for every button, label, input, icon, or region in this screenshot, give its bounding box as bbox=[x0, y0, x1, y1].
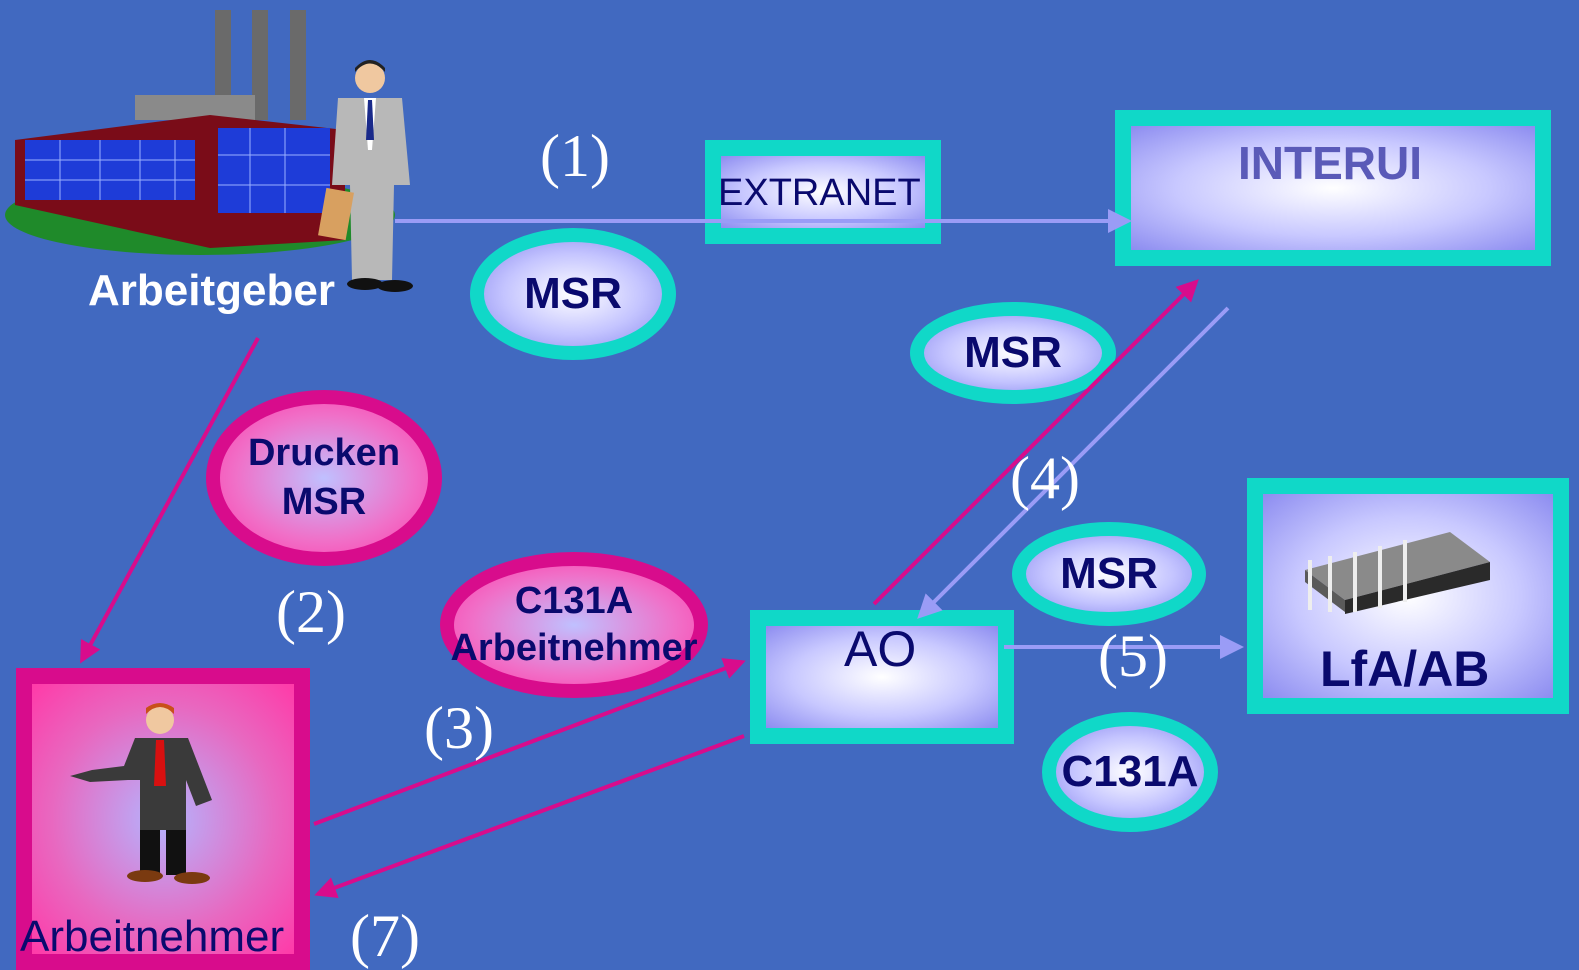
lfa-label: LfA/AB bbox=[1320, 641, 1490, 697]
drucken-msr-label: MSR bbox=[281, 481, 367, 523]
step-4-label: (4) bbox=[1010, 445, 1080, 511]
arbeitnehmer-label: Arbeitnehmer bbox=[20, 912, 285, 961]
arrow-ao-to-interui bbox=[872, 279, 1199, 606]
step-1-label: (1) bbox=[540, 123, 610, 189]
arrow-interui-to-ao bbox=[917, 306, 1230, 619]
drucken-label: Drucken bbox=[247, 431, 401, 474]
ao-box bbox=[750, 610, 1014, 744]
extranet-label: EXTRANET bbox=[718, 172, 921, 214]
c131a-label: C131A bbox=[514, 579, 634, 622]
msr-oval-right-label: MSR bbox=[1060, 549, 1158, 598]
c131a-oval-right-label: C131A bbox=[1061, 747, 1199, 796]
arrow-employer-to-employee bbox=[80, 337, 260, 664]
interui-box bbox=[1115, 110, 1551, 266]
c131a-arbeitnehmer-oval: C131A Arbeitnehmer bbox=[440, 552, 708, 698]
interui-label: INTERUI bbox=[1238, 137, 1422, 189]
msr-oval-middle-label: MSR bbox=[964, 328, 1062, 377]
step-7-label: (7) bbox=[350, 903, 420, 969]
c131a-oval-right: C131A bbox=[1042, 712, 1218, 832]
msr-oval-top-label: MSR bbox=[524, 269, 622, 318]
step-5-label: (5) bbox=[1098, 623, 1168, 689]
arbeitgeber-label: Arbeitgeber bbox=[88, 266, 335, 315]
step-3-label: (3) bbox=[424, 695, 494, 761]
arrow-ao-to-employee bbox=[314, 734, 745, 899]
arrow-employee-to-ao bbox=[313, 658, 746, 826]
extranet-box bbox=[705, 140, 941, 244]
drucken-msr-oval: Drucken MSR bbox=[206, 390, 442, 566]
c131a-arbeitnehmer-label: Arbeitnehmer bbox=[450, 627, 698, 669]
ao-label: AO bbox=[844, 621, 917, 677]
step-2-label: (2) bbox=[276, 579, 346, 645]
